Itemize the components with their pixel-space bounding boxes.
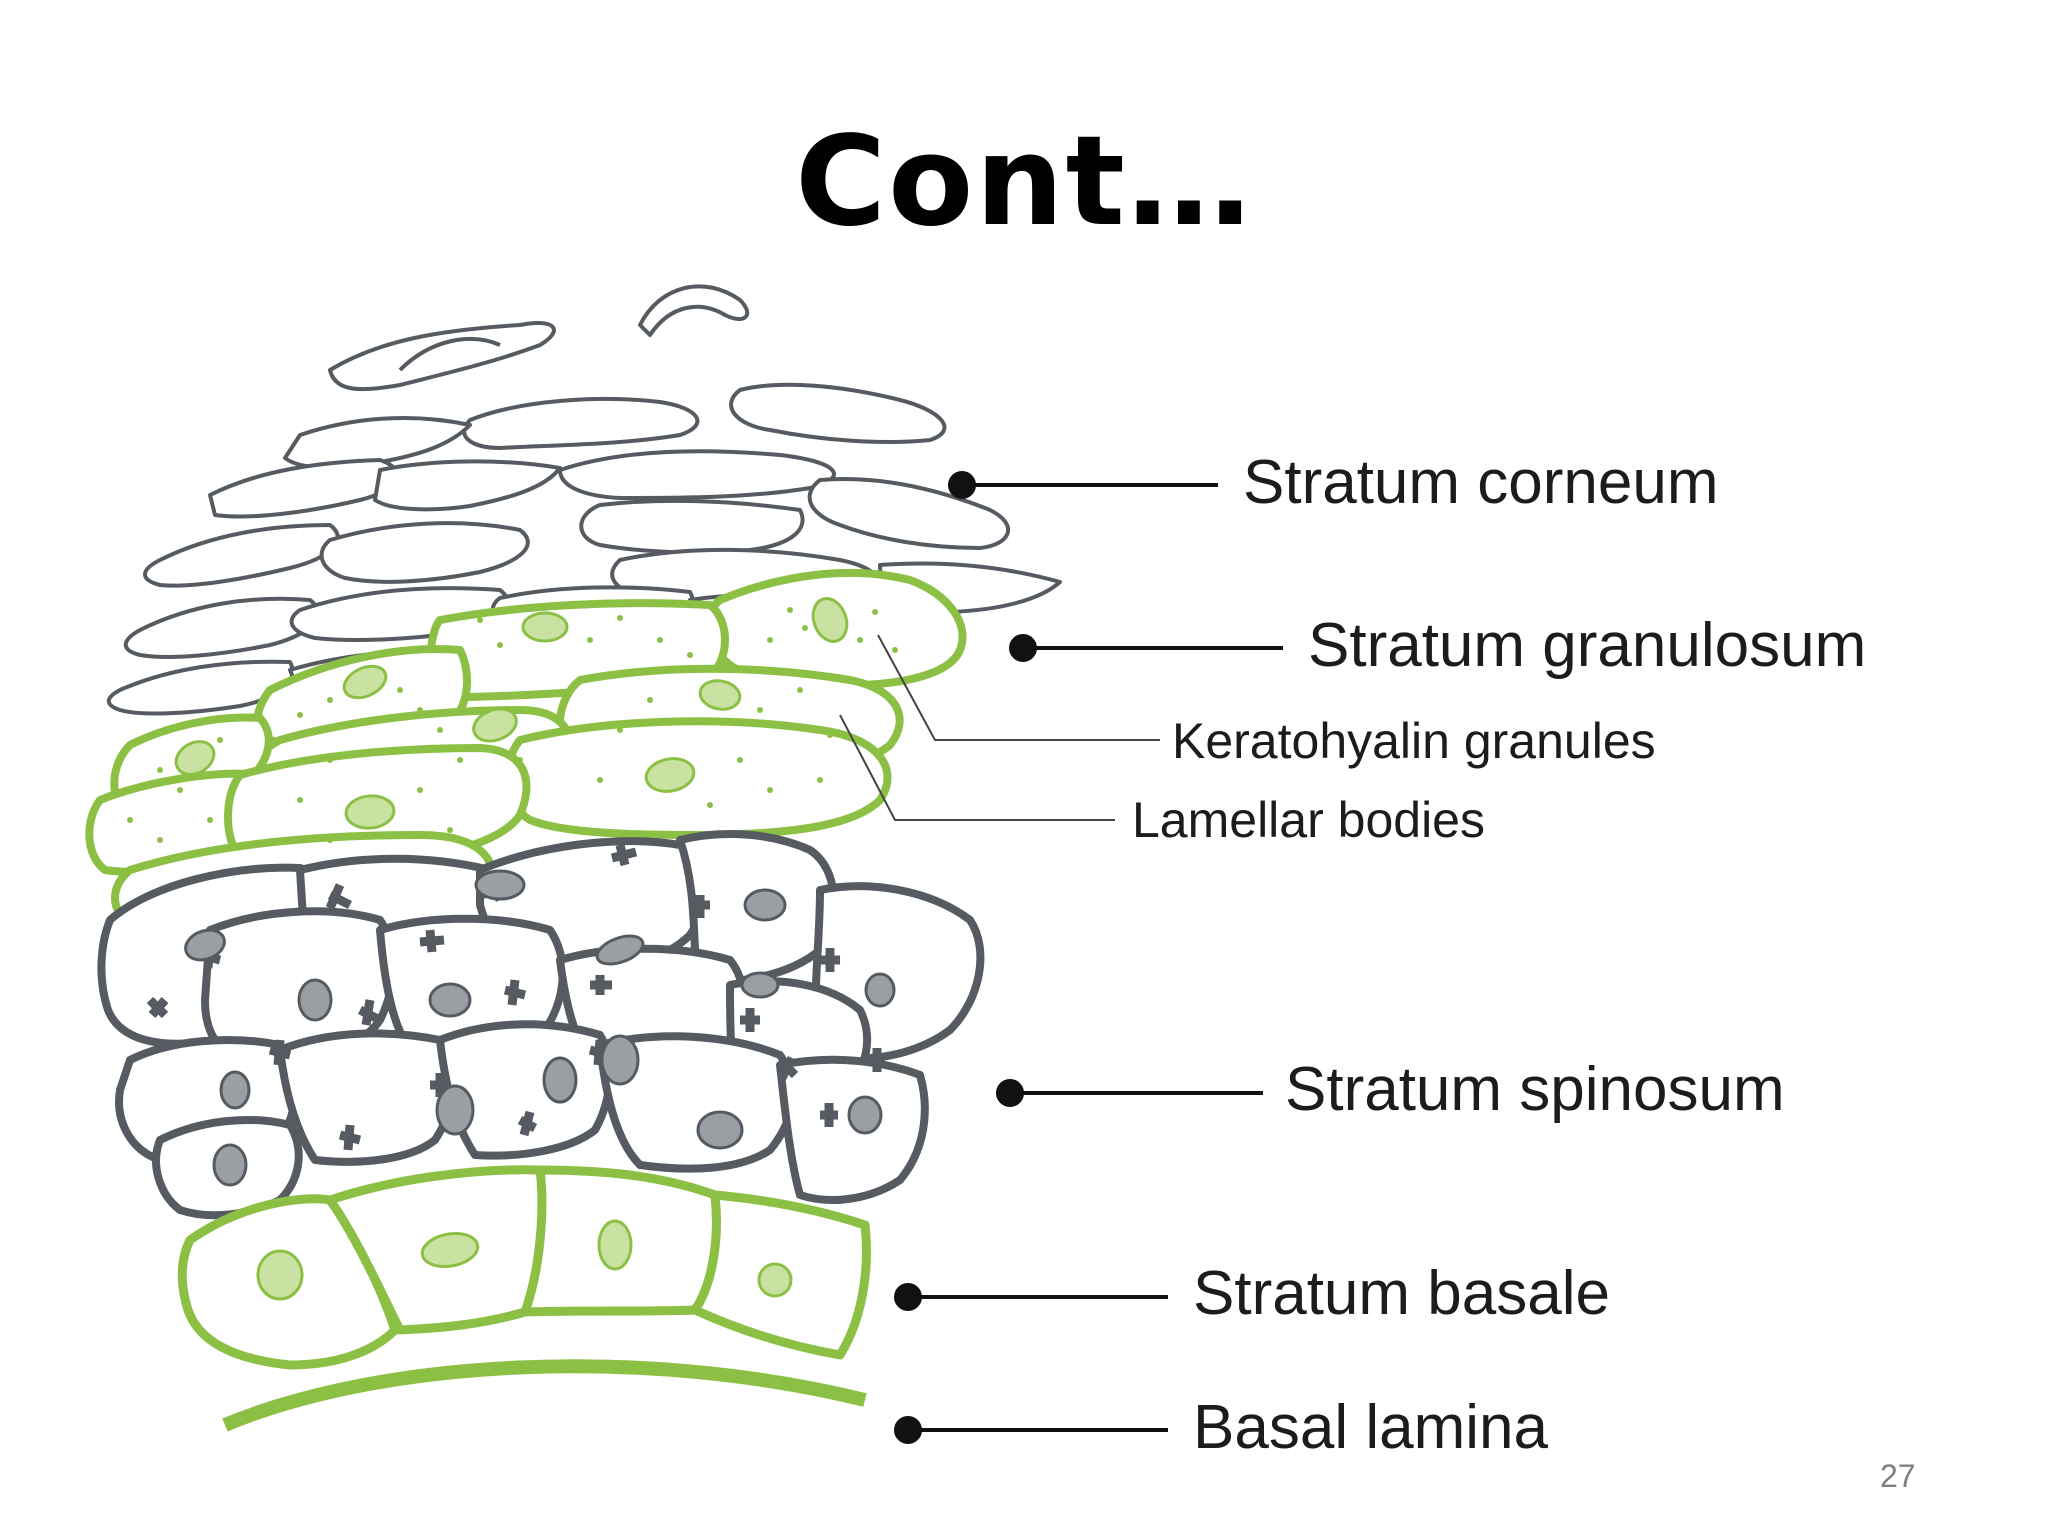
basale-nuclei xyxy=(256,1219,793,1301)
thin-leader-lines xyxy=(839,634,1160,821)
label-keratohyalin-granules: Keratohyalin granules xyxy=(1172,713,1656,769)
granulosum-nuclei xyxy=(174,597,849,830)
label-stratum-spinosum: Stratum spinosum xyxy=(1285,1055,1785,1124)
slide-title: Cont… xyxy=(795,110,1253,254)
basal-lamina-line xyxy=(222,1359,867,1432)
label-stratum-corneum: Stratum corneum xyxy=(1243,448,1719,517)
leader-lines xyxy=(894,471,1283,1444)
page-number: 27 xyxy=(1880,1458,1916,1494)
keratohyalin-granule-dots xyxy=(127,607,898,898)
label-lamellar-bodies: Lamellar bodies xyxy=(1132,792,1485,848)
spinosum-nuclei xyxy=(184,869,896,1187)
label-stratum-basale: Stratum basale xyxy=(1193,1259,1610,1328)
label-stratum-granulosum: Stratum granulosum xyxy=(1308,611,1867,680)
label-basal-lamina: Basal lamina xyxy=(1193,1393,1548,1462)
